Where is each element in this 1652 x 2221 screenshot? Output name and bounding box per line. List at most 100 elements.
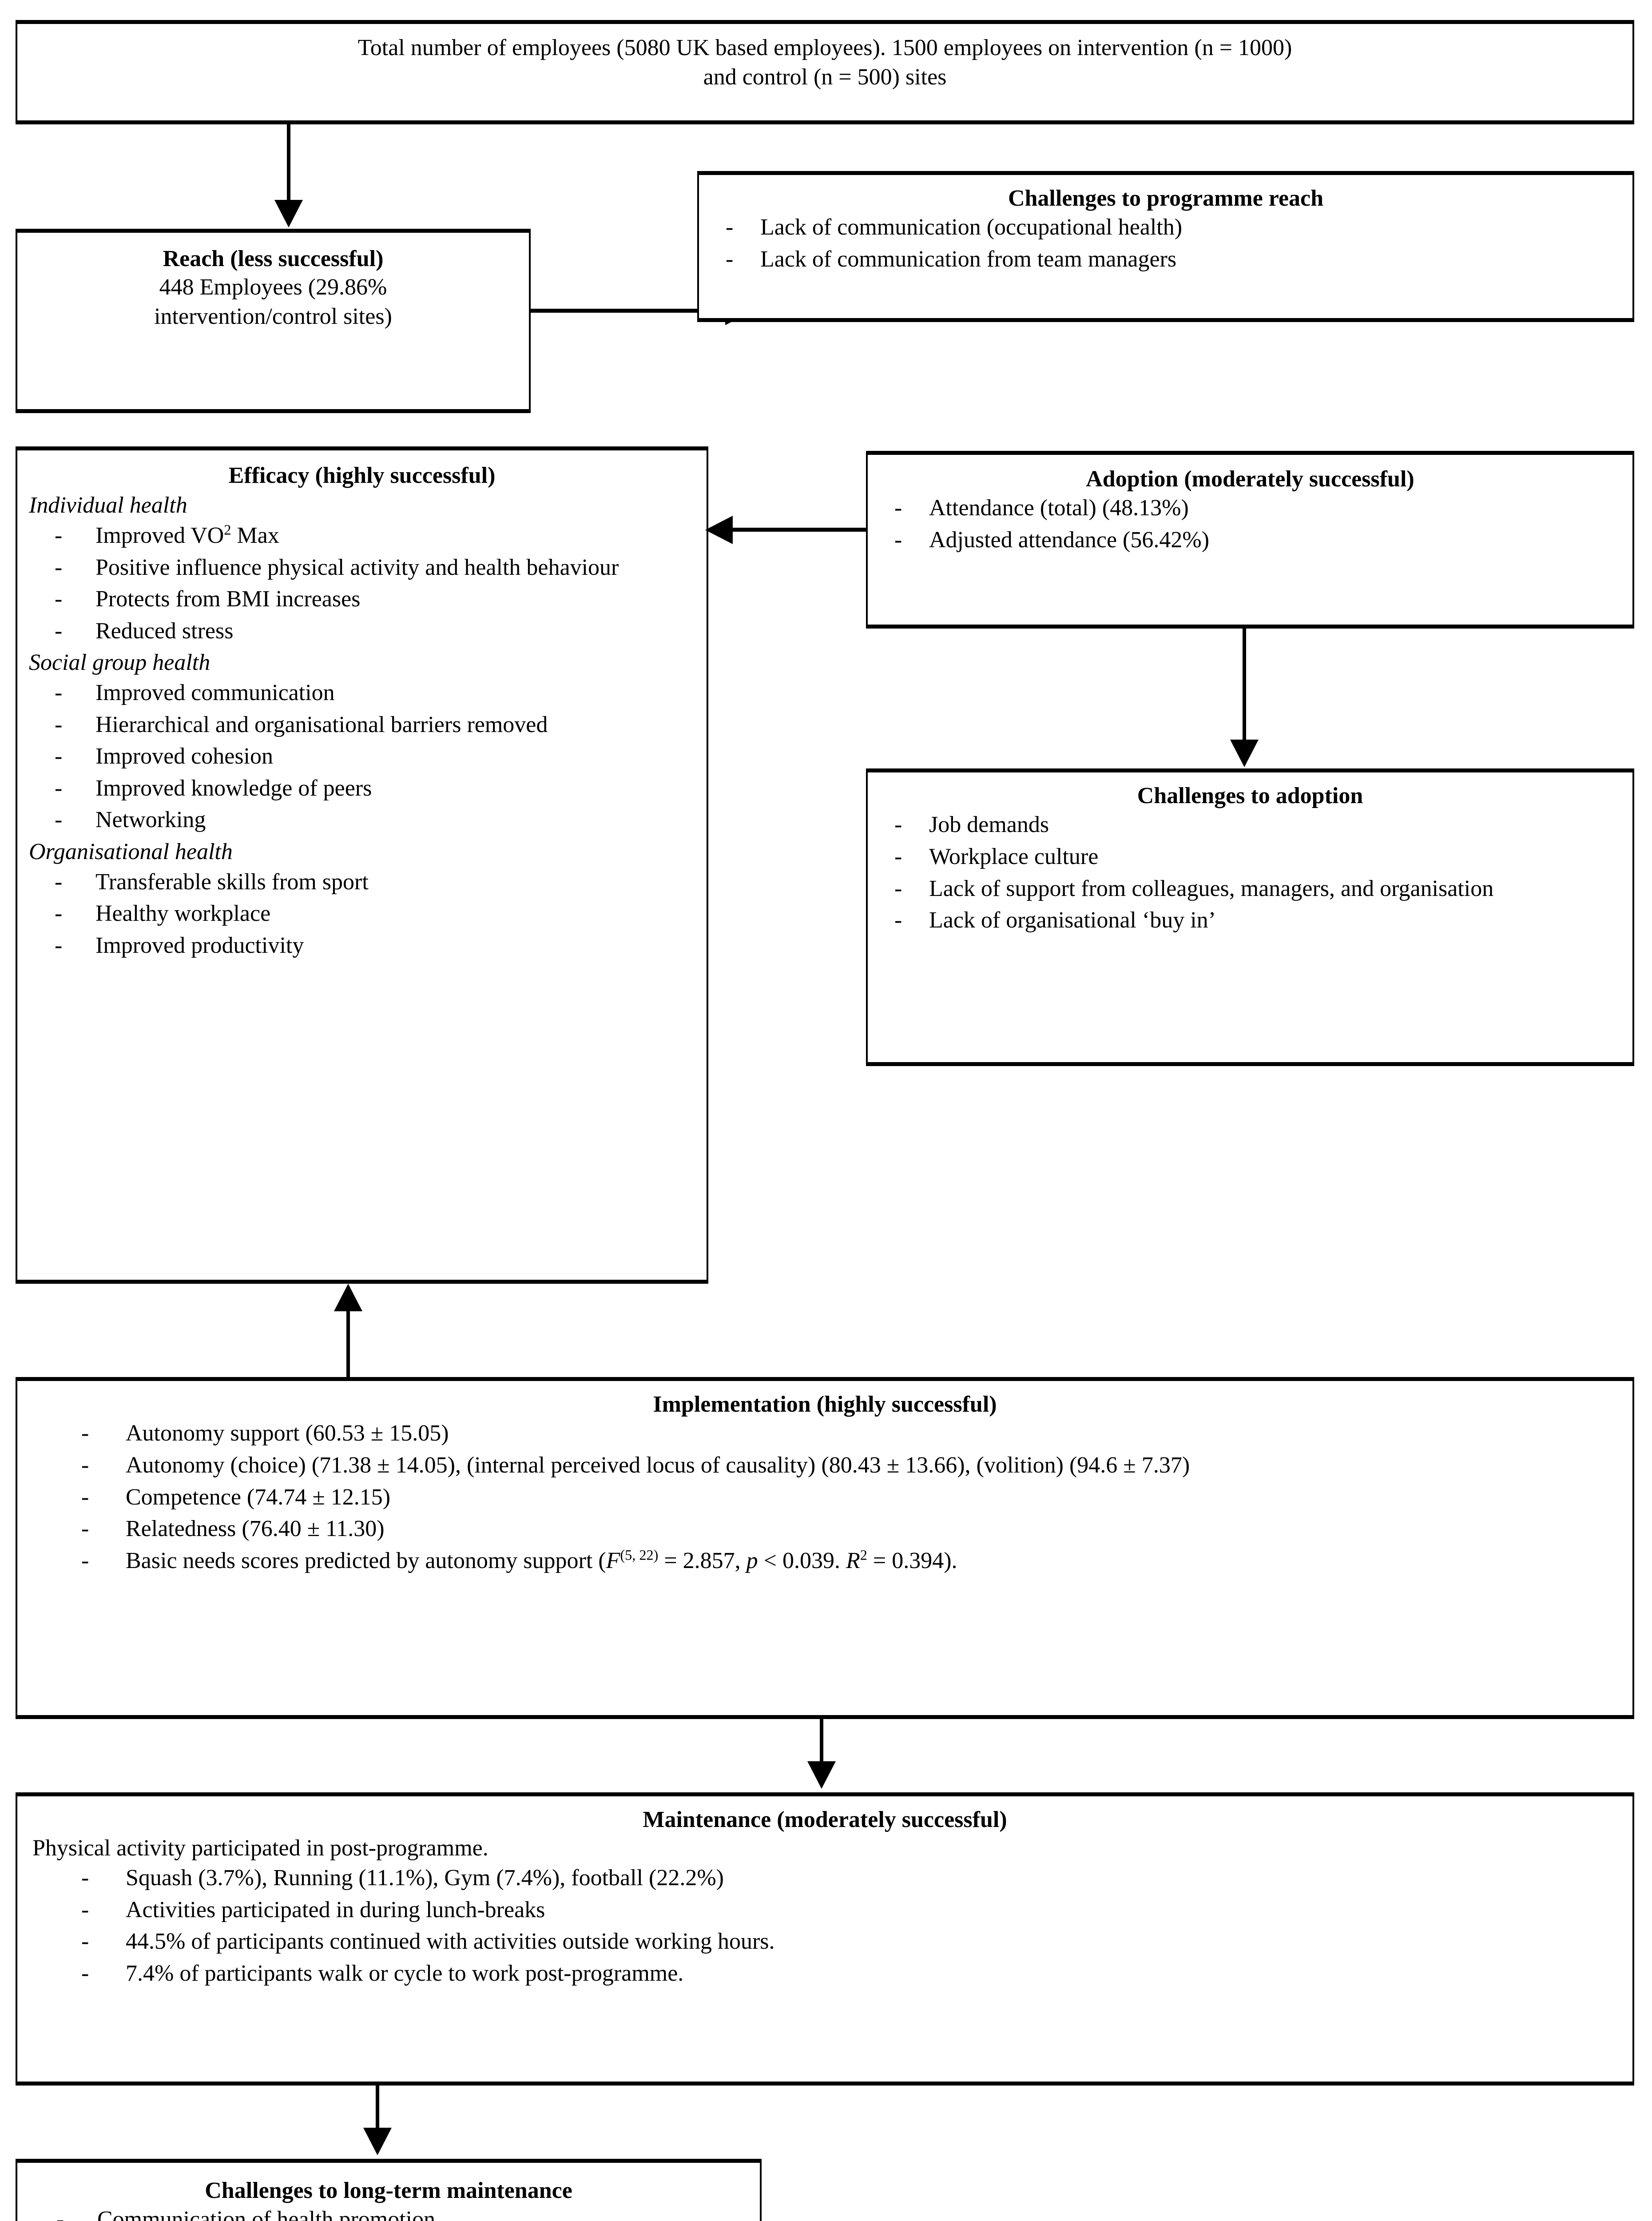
- list-item-label: Activities participated in during lunch-…: [126, 1897, 545, 1922]
- arrow-adoption-to-efficacy: [705, 516, 733, 544]
- arrow-adoption-to-challenges: [1230, 740, 1259, 767]
- list-item-label: Improved productivity: [95, 932, 304, 958]
- list-item: - Autonomy (choice) (71.38 ± 14.05), (in…: [32, 1450, 1617, 1481]
- list-item: - Competence (74.74 ± 12.15): [32, 1482, 1617, 1513]
- list-item-label: Lack of communication from team managers: [760, 247, 1177, 272]
- list-item-label: Adjusted attendance (56.42%): [929, 527, 1210, 553]
- dash-bullet-icon: -: [894, 495, 902, 521]
- dash-bullet-icon: -: [55, 554, 63, 580]
- dash-bullet-icon: -: [81, 1453, 89, 1478]
- dash-bullet-icon: -: [894, 844, 902, 870]
- dash-bullet-icon: -: [55, 807, 63, 833]
- list-item: - Lack of communication from team manage…: [712, 244, 1619, 275]
- list-item: - Positive influence physical activity a…: [29, 553, 695, 583]
- challenges-to-long-term-maintenance-list: - Communication of health promotion - Wo…: [31, 2205, 747, 2221]
- list-item: - Improved communication: [29, 678, 695, 708]
- list-item: - Protects from BMI increases: [29, 584, 695, 614]
- list-item-label: Hierarchical and organisational barriers…: [95, 712, 548, 737]
- arrow-implementation-to-efficacy: [334, 1284, 362, 1311]
- arrow-implementation-to-maintenance: [807, 1761, 836, 1789]
- list-item-label: Protects from BMI increases: [95, 586, 361, 612]
- list-item-label: Reduced stress: [95, 618, 234, 644]
- challenges-to-programme-reach-box: Challenges to programme reach - Lack of …: [697, 171, 1634, 322]
- dash-bullet-icon: -: [55, 712, 63, 737]
- total-employees-line-2: and control (n = 500) sites: [703, 64, 947, 90]
- connector-implementation-to-efficacy: [346, 1310, 350, 1377]
- list-item-label: Lack of organisational ‘buy in’: [929, 908, 1216, 933]
- list-item: - Transferable skills from sport: [29, 867, 695, 897]
- efficacy-individual-health-list: - Improved VO2 Max - Positive influence …: [29, 521, 695, 646]
- implementation-list: - Autonomy support (60.53 ± 15.05) - Aut…: [32, 1418, 1617, 1576]
- list-item-label: Squash (3.7%), Running (11.1%), Gym (7.4…: [126, 1865, 724, 1891]
- list-item-label: Improved cohesion: [95, 744, 274, 769]
- list-item: - Reduced stress: [29, 616, 695, 646]
- p-symbol: p: [746, 1548, 758, 1573]
- reach-title: Reach (less successful): [163, 246, 384, 271]
- connector-total-to-reach: [287, 124, 290, 202]
- list-item: - Improved knowledge of peers: [29, 773, 695, 804]
- implementation-box: Implementation (highly successful) - Aut…: [16, 1377, 1634, 1719]
- dash-bullet-icon: -: [56, 2207, 64, 2221]
- challenges-to-adoption-box: Challenges to adoption - Job demands - W…: [866, 768, 1634, 1066]
- dash-bullet-icon: -: [55, 523, 63, 549]
- dash-bullet-icon: -: [55, 680, 63, 705]
- list-item-label: 7.4% of participants walk or cycle to wo…: [126, 1960, 684, 1986]
- maintenance-lead-text: Physical activity participated in post-p…: [32, 1835, 488, 1861]
- list-item-label: Networking: [95, 807, 206, 833]
- reach-box: Reach (less successful) 448 Employees (2…: [16, 229, 531, 413]
- challenges-to-adoption-title: Challenges to adoption: [1137, 783, 1363, 808]
- r-squared-value: 0.394: [892, 1548, 944, 1573]
- arrow-maintenance-to-challenges: [363, 2128, 392, 2155]
- list-item-label: Improved knowledge of peers: [95, 775, 372, 801]
- dash-bullet-icon: -: [894, 812, 902, 838]
- dash-bullet-icon: -: [81, 1484, 89, 1510]
- efficacy-social-group-health-list: - Improved communication - Hierarchical …: [29, 678, 695, 835]
- list-item-label: Attendance (total) (48.13%): [929, 495, 1189, 521]
- dash-bullet-icon: -: [894, 876, 902, 901]
- list-item-label: Transferable skills from sport: [95, 869, 369, 895]
- efficacy-group-heading-individual: Individual health: [29, 493, 187, 518]
- list-item-label-stats: Basic needs scores predicted by autonomy…: [126, 1547, 957, 1573]
- adoption-title: Adoption (moderately successful): [1086, 466, 1414, 492]
- dash-bullet-icon: -: [81, 1929, 89, 1954]
- efficacy-organisational-health-list: - Transferable skills from sport - Healt…: [29, 867, 695, 961]
- challenges-to-adoption-list: - Job demands - Workplace culture - Lack…: [881, 810, 1619, 935]
- adoption-box: Adoption (moderately successful) - Atten…: [866, 451, 1634, 629]
- list-item: - Workplace culture: [881, 842, 1619, 872]
- list-item-label: Relatedness (76.40 ± 11.30): [126, 1516, 385, 1542]
- list-item-label: Lack of communication (occupational heal…: [760, 215, 1183, 240]
- connector-implementation-to-maintenance: [820, 1719, 823, 1768]
- list-item-label: Improved VO2 Max: [95, 521, 279, 549]
- r-symbol: R: [846, 1548, 860, 1573]
- dash-bullet-icon: -: [55, 901, 63, 927]
- dash-bullet-icon: -: [894, 527, 902, 553]
- maintenance-box: Maintenance (moderately successful) Phys…: [16, 1792, 1634, 2086]
- list-item-label: Improved communication: [95, 680, 335, 705]
- list-item: - Healthy workplace: [29, 899, 695, 929]
- list-item-label: Healthy workplace: [95, 901, 271, 927]
- list-item-label: Workplace culture: [929, 844, 1099, 870]
- list-item: - Lack of support from colleagues, manag…: [881, 874, 1619, 904]
- total-employees-box: Total number of employees (5080 UK based…: [16, 20, 1634, 124]
- dash-bullet-icon: -: [726, 247, 734, 272]
- dash-bullet-icon: -: [81, 1897, 89, 1922]
- maintenance-title: Maintenance (moderately successful): [643, 1807, 1007, 1832]
- dash-bullet-icon: -: [81, 1865, 89, 1891]
- list-item-label: Autonomy (choice) (71.38 ± 14.05), (inte…: [126, 1453, 1190, 1478]
- reach-line-1: 448 Employees (29.86%: [159, 275, 387, 300]
- challenges-to-programme-reach-title: Challenges to programme reach: [1008, 186, 1324, 211]
- list-item: - Attendance (total) (48.13%): [881, 493, 1619, 523]
- efficacy-group-heading-organisational: Organisational health: [29, 839, 233, 864]
- list-item: - 44.5% of participants continued with a…: [32, 1926, 1617, 1957]
- connector-adoption-to-challenges: [1243, 629, 1246, 742]
- list-item: - Improved productivity: [29, 931, 695, 961]
- list-item: - Improved cohesion: [29, 741, 695, 772]
- list-item-label: Competence (74.74 ± 12.15): [126, 1484, 391, 1510]
- p-value: 0.039: [782, 1548, 834, 1573]
- r-squared-exponent: 2: [860, 1547, 867, 1563]
- arrow-total-to-reach: [274, 200, 303, 227]
- list-item: - Autonomy support (60.53 ± 15.05): [32, 1418, 1617, 1449]
- dash-bullet-icon: -: [55, 586, 63, 612]
- list-item-label: Lack of support from colleagues, manager…: [929, 876, 1494, 901]
